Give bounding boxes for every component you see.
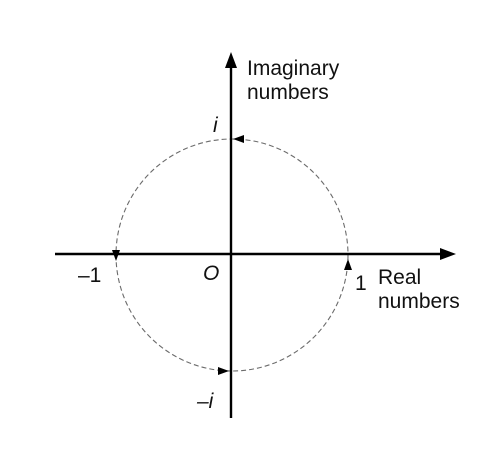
neg-one-label: –1 (78, 264, 101, 287)
imaginary-axis-label-line2: numbers (247, 81, 329, 104)
pos-one-label: 1 (355, 272, 367, 295)
imaginary-axis-arrowhead (225, 52, 237, 68)
real-axis-label-line2: numbers (378, 290, 460, 313)
imaginary-axis-label-line1: Imaginary (247, 57, 340, 80)
rotation-arrow-at-neg-one (112, 250, 120, 261)
rotation-arrow-at-one (344, 259, 352, 270)
neg-i-label: –i (196, 390, 215, 413)
real-axis-arrowhead (440, 248, 456, 260)
pos-i-label: i (213, 114, 219, 137)
real-axis-label-line1: Real (378, 266, 421, 289)
origin-label: O (203, 262, 219, 285)
rotation-arrow-at-neg-i (218, 367, 229, 375)
rotation-arrow-at-i (233, 135, 244, 143)
